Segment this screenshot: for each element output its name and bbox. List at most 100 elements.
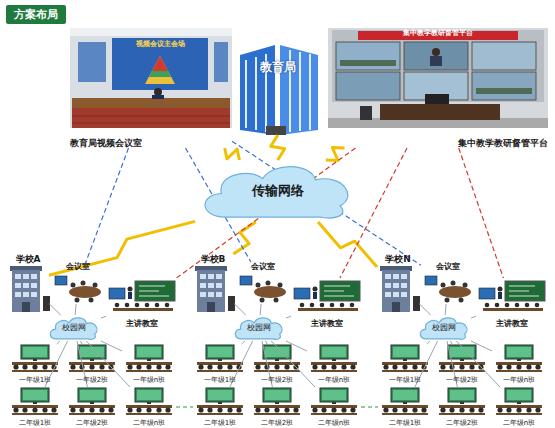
monitoring-photo bbox=[430, 56, 442, 66]
node-label: 一年级n班 bbox=[503, 376, 535, 384]
cloud-shape bbox=[50, 318, 97, 339]
node-label: 主讲教室 bbox=[311, 319, 343, 328]
cloud-shape bbox=[420, 318, 467, 339]
campus-cloud: 校园网 bbox=[47, 315, 101, 341]
class-link bbox=[176, 406, 193, 407]
building-node: 教育局 bbox=[238, 45, 318, 135]
monitoring-photo bbox=[336, 42, 400, 70]
school-art bbox=[195, 266, 360, 415]
node-label: 会议室 bbox=[436, 262, 460, 271]
network-link bbox=[318, 222, 377, 267]
campus-cloud: 校园网 bbox=[417, 315, 471, 341]
node-label: 会议室 bbox=[251, 262, 275, 271]
conference-photo bbox=[154, 88, 162, 96]
class-link bbox=[361, 406, 378, 407]
node-label: 教育局视频会议室 bbox=[70, 138, 142, 148]
main-classroom-node: 主讲教室 bbox=[476, 278, 548, 328]
photo-caption: 视频会议主会场 bbox=[122, 40, 198, 48]
conference-photo bbox=[112, 38, 208, 90]
conference-photo bbox=[78, 42, 106, 82]
node-label: 主讲教室 bbox=[496, 319, 528, 328]
node-label: 一年级n班 bbox=[133, 376, 165, 384]
node-label: 学校A bbox=[16, 254, 41, 264]
monitoring-photo bbox=[432, 48, 440, 56]
school-art bbox=[10, 266, 175, 415]
lan-link bbox=[101, 341, 122, 351]
node-label: 二年级n班 bbox=[503, 419, 535, 427]
monitoring-photo bbox=[340, 60, 396, 66]
lan-link bbox=[75, 304, 77, 315]
campus-cloud: 校园网 bbox=[232, 315, 286, 341]
lan-link bbox=[81, 341, 83, 344]
classroom-node: 二年级n班 bbox=[122, 387, 176, 427]
conference-photo bbox=[145, 56, 175, 84]
lan-link bbox=[286, 341, 307, 351]
classroom-node: 一年级1班 bbox=[193, 344, 247, 384]
photo-caption: 集中教学教研督管平台 bbox=[358, 30, 518, 38]
network-link bbox=[233, 222, 256, 254]
node-label: 二年级1班 bbox=[389, 419, 421, 427]
classroom-node: 一年级n班 bbox=[492, 344, 546, 384]
school-node: 学校B bbox=[192, 254, 234, 312]
photo-node: 集中教学教研督管平台 bbox=[328, 28, 548, 148]
node-label: 一年级2班 bbox=[76, 376, 108, 384]
classroom-node: 二年级1班 bbox=[193, 387, 247, 427]
node-label: 一年级2班 bbox=[446, 376, 478, 384]
node-label: 学校N bbox=[385, 254, 411, 264]
meeting-room-node: 会议室 bbox=[236, 262, 290, 304]
classroom-node: 一年级1班 bbox=[378, 344, 432, 384]
monitoring-photo bbox=[336, 72, 400, 100]
classroom-node: 二年级1班 bbox=[378, 387, 432, 427]
monitoring-photo bbox=[328, 28, 548, 128]
monitoring-photo bbox=[332, 30, 544, 102]
node-label: 二年级2班 bbox=[261, 419, 293, 427]
bureau-building bbox=[309, 54, 311, 130]
classroom-node: 二年级n班 bbox=[492, 387, 546, 427]
bureau-building bbox=[255, 57, 257, 130]
conference-photo bbox=[72, 98, 230, 108]
lan-link bbox=[234, 304, 246, 316]
bureau-building bbox=[245, 60, 247, 128]
node-label: 二年级1班 bbox=[204, 419, 236, 427]
lan-link bbox=[49, 304, 61, 316]
network-link bbox=[49, 221, 195, 275]
node-label: 主讲教室 bbox=[126, 319, 158, 328]
title-tab: 方案布局 bbox=[6, 5, 66, 24]
classroom-node: 一年级1班 bbox=[8, 344, 62, 384]
school-node: 学校N bbox=[377, 254, 419, 312]
bureau-building bbox=[240, 45, 318, 135]
video-link bbox=[86, 148, 129, 262]
conference-photo bbox=[72, 116, 230, 117]
supervision-link bbox=[176, 148, 355, 278]
monitoring-photo bbox=[425, 94, 449, 104]
main-classroom-node: 主讲教室 bbox=[106, 278, 178, 328]
classroom-node: 一年级n班 bbox=[307, 344, 361, 384]
classroom-node: 二年级2班 bbox=[250, 387, 304, 427]
monitoring-photo bbox=[472, 42, 536, 70]
bureau-building bbox=[240, 45, 275, 135]
node-label: 一年级n班 bbox=[318, 376, 350, 384]
lan-link bbox=[427, 341, 430, 344]
monitoring-photo bbox=[328, 28, 548, 128]
lan-link bbox=[445, 304, 447, 315]
monitoring-photo bbox=[404, 42, 468, 70]
conference-photo bbox=[70, 28, 232, 128]
classroom-node: 一年级2班 bbox=[250, 344, 304, 384]
monitoring-photo bbox=[358, 31, 518, 40]
school-node: 学校A bbox=[7, 254, 49, 312]
node-label: 校园网 bbox=[62, 323, 86, 332]
meeting-room-node: 会议室 bbox=[51, 262, 105, 304]
node-label: 二年级2班 bbox=[446, 419, 478, 427]
cloud-shape bbox=[235, 318, 282, 339]
lan-link bbox=[471, 316, 476, 318]
node-label: 二年级1班 bbox=[19, 419, 51, 427]
supervision-link bbox=[459, 148, 504, 278]
classroom-node: 二年级2班 bbox=[435, 387, 489, 427]
node-label: 一年级1班 bbox=[19, 376, 51, 384]
bureau-building bbox=[266, 126, 286, 135]
node-label: 一年级1班 bbox=[389, 376, 421, 384]
classroom-node: 一年级n班 bbox=[122, 344, 176, 384]
lan-link bbox=[451, 341, 453, 344]
lan-link bbox=[260, 304, 262, 315]
node-label: 校园网 bbox=[247, 323, 271, 332]
